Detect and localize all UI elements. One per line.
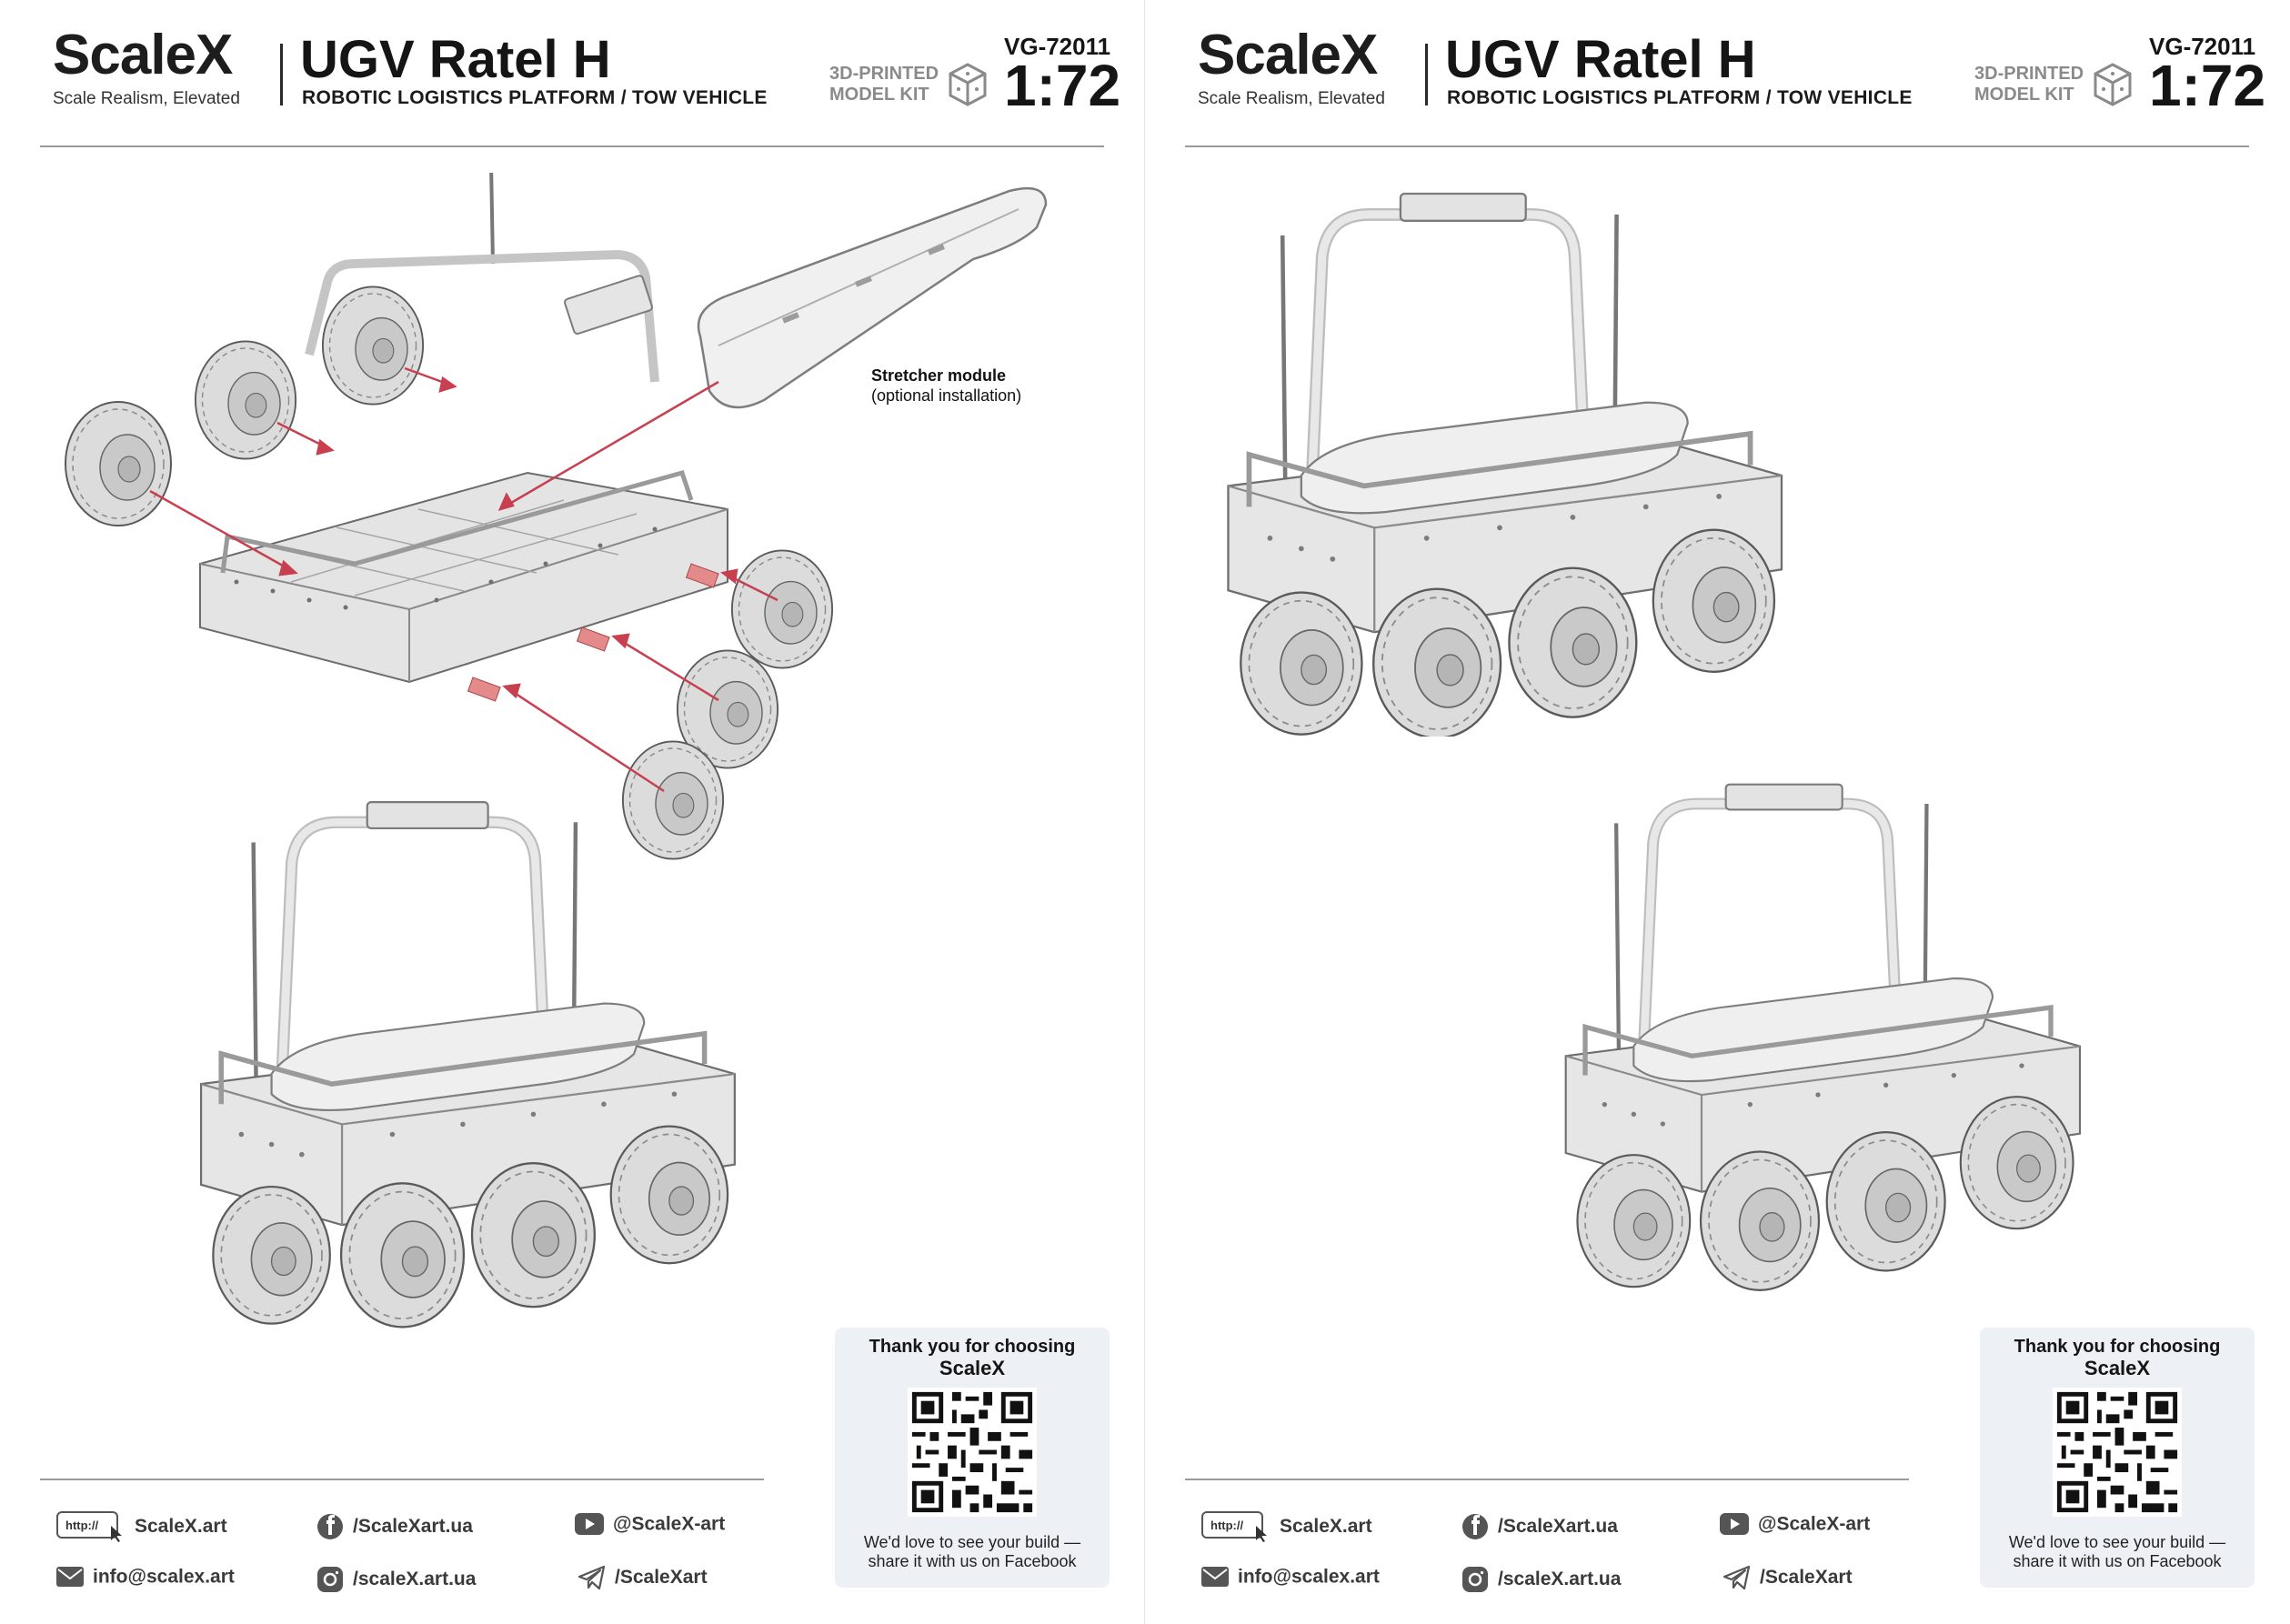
youtube-link[interactable]: @ScaleX-art	[1720, 1513, 1870, 1536]
thanks-brand: ScaleX	[2084, 1357, 2151, 1379]
instagram-link[interactable]: /scaleX.art.ua	[316, 1566, 476, 1593]
facebook-icon	[1462, 1514, 1488, 1539]
header-separator	[280, 44, 283, 105]
thanks-title: Thank you for choosing	[2014, 1337, 2221, 1357]
brand-logo: ScaleX Scale Realism, Elevated	[53, 27, 253, 109]
stretcher-module-label: Stretcher module(optional installation)	[871, 366, 1022, 405]
page-title: UGV Ratel H	[300, 30, 611, 89]
youtube-link[interactable]: @ScaleX-art	[575, 1513, 725, 1536]
brand-tagline: Scale Realism, Elevated	[1198, 89, 1385, 108]
instruction-page-left: ScaleX Scale Realism, Elevated UGV Ratel…	[40, 26, 1121, 1593]
kit-scale: 1:72	[1004, 53, 1121, 118]
footer-rule	[40, 1479, 764, 1480]
brand-logo: ScaleX Scale Realism, Elevated	[1198, 27, 1398, 109]
page-subtitle: ROBOTIC LOGISTICS PLATFORM / TOW VEHICLE	[1447, 87, 1913, 108]
instagram-link[interactable]: /scaleX.art.ua	[1461, 1566, 1621, 1593]
instagram-icon	[317, 1567, 343, 1592]
cube-icon	[949, 63, 987, 106]
vehicle-rear-view-illustration	[1527, 764, 2109, 1309]
header-rule	[1185, 145, 2249, 147]
svg-text:http://: http://	[65, 1519, 98, 1532]
cube-icon	[2094, 63, 2132, 106]
wheel-illustration	[730, 549, 834, 669]
wheel-illustration	[194, 340, 297, 460]
stretcher-module-illustration	[697, 186, 1048, 409]
footer-rule	[1185, 1479, 1909, 1480]
page-title: UGV Ratel H	[1445, 30, 1756, 89]
thanks-note: We'd love to see your build —share it wi…	[863, 1533, 1081, 1570]
kit-code: VG-72011	[1004, 33, 1111, 60]
website-link[interactable]: http:// ScaleX.art	[1201, 1511, 1372, 1542]
telegram-icon	[1723, 1566, 1751, 1589]
page-subtitle: ROBOTIC LOGISTICS PLATFORM / TOW VEHICLE	[302, 87, 768, 108]
instagram-icon	[1462, 1567, 1488, 1592]
platform-body-illustration	[199, 173, 728, 702]
email-icon	[1201, 1567, 1229, 1588]
assembly-arrows	[149, 366, 778, 793]
kit-code: VG-72011	[2149, 33, 2256, 60]
facebook-link[interactable]: /ScaleXart.ua	[316, 1513, 473, 1540]
header-rule	[40, 145, 1104, 147]
header-separator	[1425, 44, 1428, 105]
kit-scale: 1:72	[2149, 53, 2266, 118]
youtube-icon	[1720, 1513, 1749, 1536]
thank-you-card: Thank you for choosing ScaleX	[835, 1328, 1110, 1588]
youtube-icon	[575, 1513, 604, 1536]
email-link[interactable]: info@scalex.art	[56, 1566, 235, 1588]
instruction-page-right: ScaleX Scale Realism, Elevated UGV Ratel…	[1145, 0, 2290, 1624]
svg-text:http://: http://	[1210, 1519, 1243, 1532]
qr-code[interactable]	[2053, 1388, 2182, 1517]
thanks-note: We'd love to see your build —share it wi…	[2008, 1533, 2226, 1570]
facebook-link[interactable]: /ScaleXart.ua	[1461, 1513, 1618, 1540]
http-link-icon: http://	[1201, 1511, 1267, 1542]
wheel-illustration	[65, 401, 172, 526]
brand-tagline: Scale Realism, Elevated	[53, 89, 240, 108]
telegram-icon	[578, 1566, 606, 1589]
wheel-illustration	[321, 286, 425, 406]
thanks-brand: ScaleX	[939, 1357, 1006, 1379]
facebook-icon	[317, 1514, 343, 1539]
thank-you-card: Thank you for choosing ScaleX	[1980, 1328, 2255, 1588]
qr-code[interactable]	[908, 1388, 1037, 1517]
http-link-icon: http://	[56, 1511, 122, 1542]
telegram-link[interactable]: /ScaleXart	[578, 1566, 708, 1589]
exploded-assembly-diagram	[65, 173, 1048, 860]
email-icon	[56, 1567, 84, 1588]
assembled-vehicle-illustration	[109, 782, 837, 1346]
telegram-link[interactable]: /ScaleXart	[1723, 1566, 1853, 1589]
vehicle-front-view-illustration	[1172, 173, 1827, 737]
email-link[interactable]: info@scalex.art	[1201, 1566, 1380, 1588]
thanks-title: Thank you for choosing	[869, 1337, 1076, 1357]
website-link[interactable]: http:// ScaleX.art	[56, 1511, 227, 1542]
